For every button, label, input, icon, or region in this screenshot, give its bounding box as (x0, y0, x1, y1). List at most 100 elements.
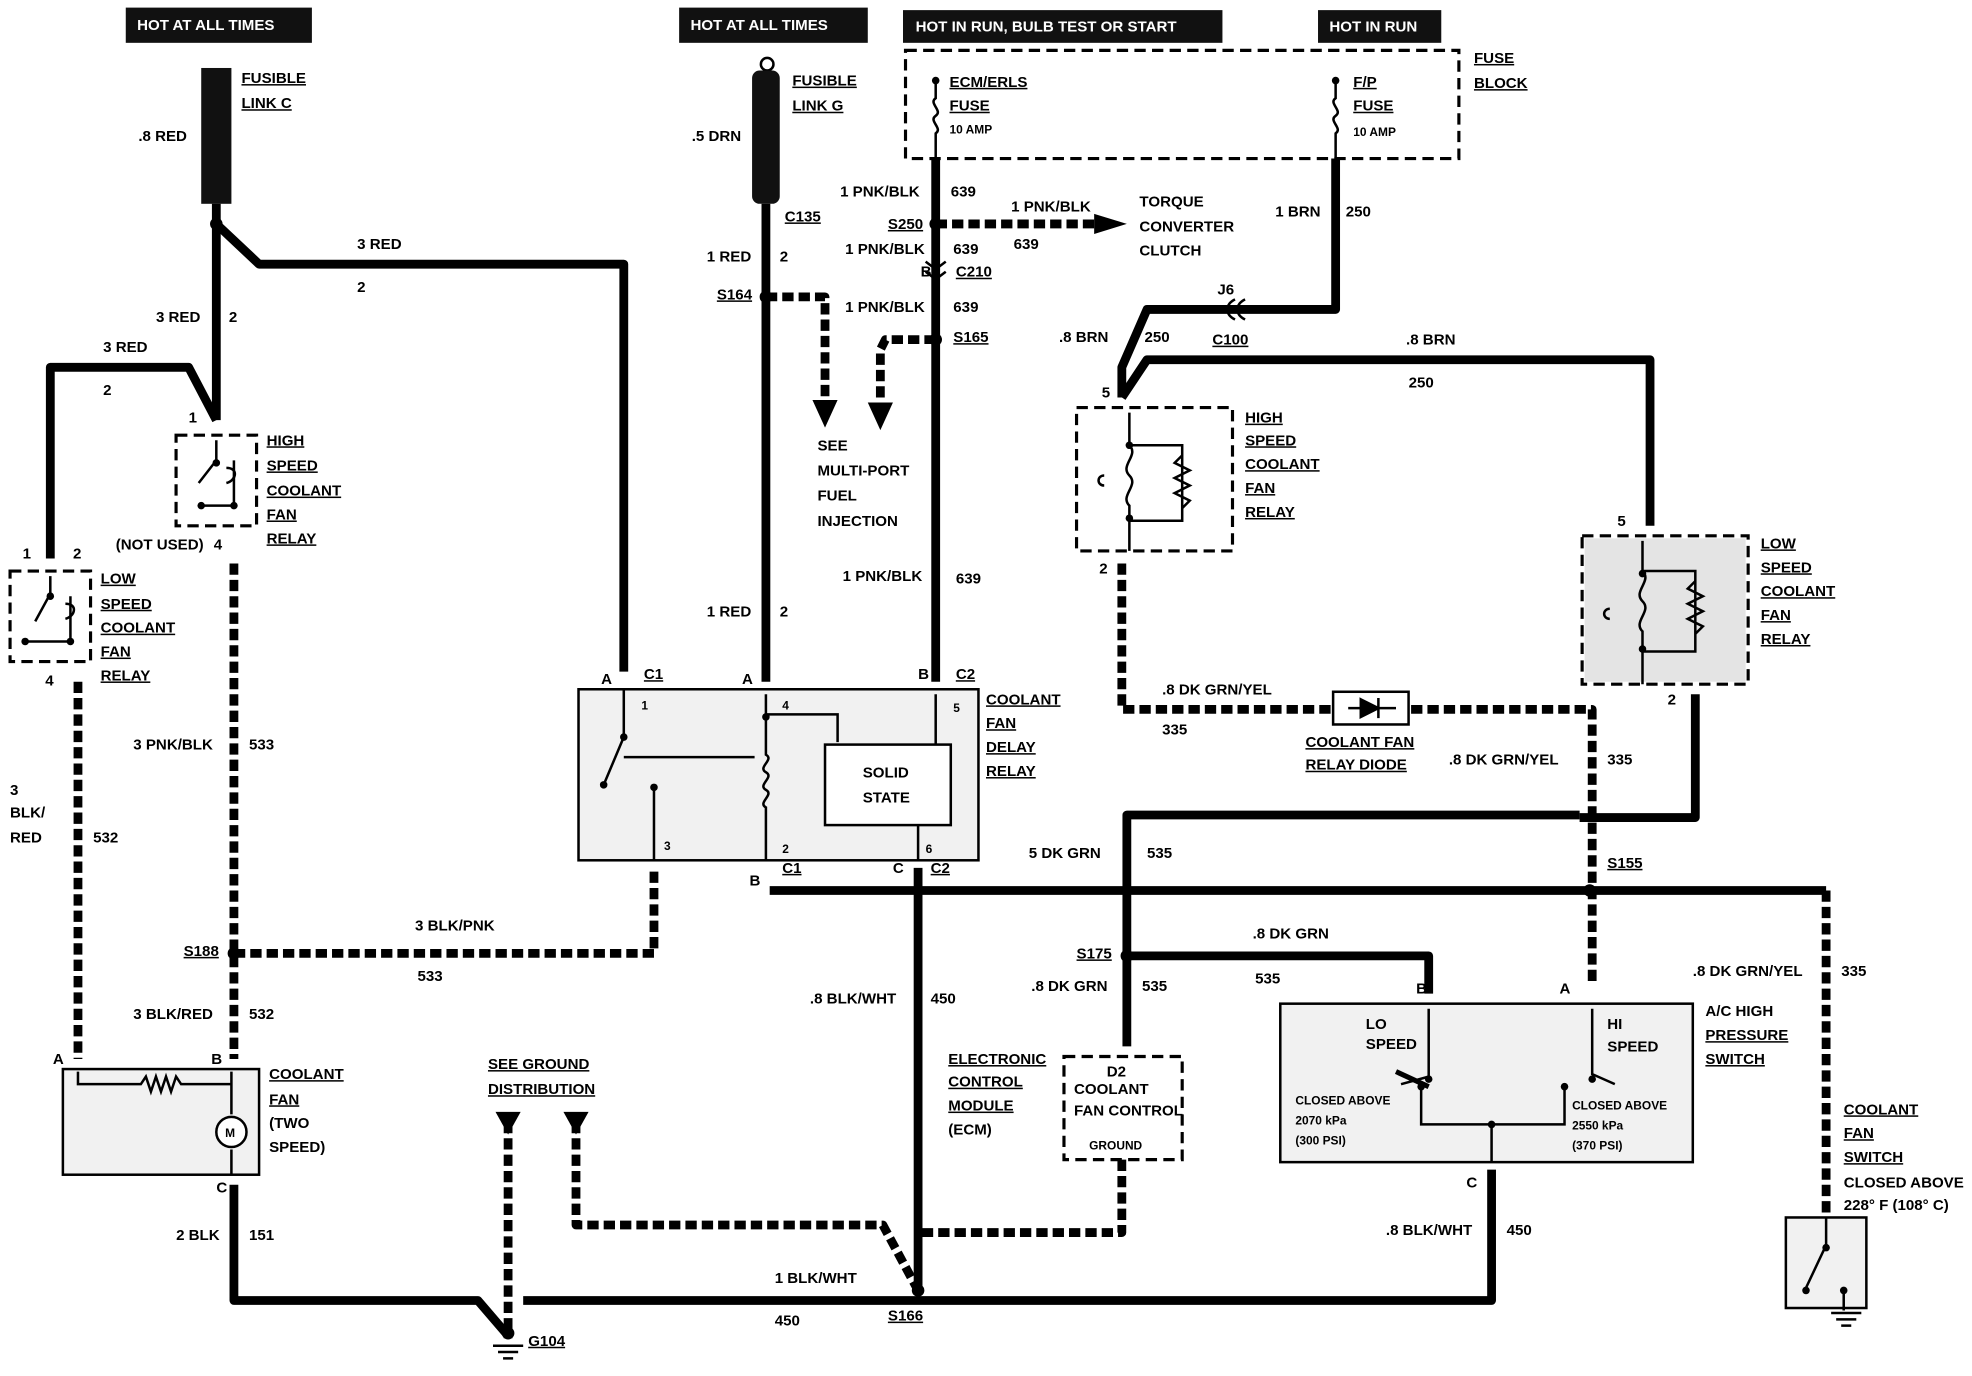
svg-text:MULTI-PORT: MULTI-PORT (817, 462, 910, 479)
svg-text:SEE: SEE (817, 437, 847, 454)
label-s165: S165 (953, 329, 988, 346)
svg-text:2550 kPa: 2550 kPa (1572, 1118, 1623, 1132)
wire-circuit-639-1: 639 (951, 183, 976, 200)
svg-text:B: B (211, 1051, 222, 1068)
svg-text:5: 5 (1102, 384, 1110, 401)
svg-text:CLOSED ABOVE: CLOSED ABOVE (1295, 1093, 1390, 1107)
svg-text:COOLANT: COOLANT (1844, 1101, 1919, 1118)
svg-text:CLOSED ABOVE: CLOSED ABOVE (1572, 1098, 1667, 1112)
svg-text:SPEED: SPEED (1245, 432, 1296, 449)
svg-text:MODULE: MODULE (948, 1098, 1013, 1115)
torque-converter-reference: TORQUE CONVERTER CLUTCH (1094, 193, 1234, 259)
svg-text:INJECTION: INJECTION (817, 513, 897, 530)
wire-8-brn-250-right (1118, 355, 1655, 526)
svg-text:C: C (216, 1179, 227, 1196)
svg-text:A: A (1559, 981, 1570, 998)
svg-text:STATE: STATE (863, 789, 910, 806)
wire-label-pnk-blk-1: 1 PNK/BLK (840, 183, 920, 200)
svg-text:HIGH: HIGH (1245, 410, 1283, 427)
svg-text:CLOSED ABOVE: CLOSED ABOVE (1844, 1174, 1964, 1191)
svg-text:5: 5 (953, 701, 960, 715)
wire-circuit-2-mid: 2 (229, 309, 237, 326)
coolant-fan-switch: COOLANT FAN SWITCH CLOSED ABOVE 228° F (… (1784, 1101, 1964, 1327)
fusible-link-g: FUSIBLE LINK G .5 DRN (692, 56, 857, 204)
wire-label-8-brn-b: .8 BRN (1406, 332, 1455, 349)
wire-label-2-blk: 2 BLK (176, 1227, 220, 1244)
svg-text:COOLANT: COOLANT (986, 691, 1061, 708)
svg-text:4: 4 (782, 698, 789, 712)
svg-text:SPEED): SPEED) (269, 1139, 325, 1156)
wire-8-dk-grn-yel-left (1117, 563, 1334, 714)
svg-text:2: 2 (1099, 561, 1107, 578)
svg-text:RELAY: RELAY (1761, 631, 1811, 648)
label-j6: J6 (1217, 281, 1234, 298)
wire-circuit-450-b: 450 (1507, 1222, 1532, 1239)
svg-text:SPEED: SPEED (1607, 1038, 1658, 1055)
svg-text:LINK G: LINK G (792, 98, 843, 115)
wire-label-3-red-left: 3 RED (103, 339, 148, 356)
svg-text:G104: G104 (528, 1333, 565, 1350)
svg-text:SPEED: SPEED (101, 596, 152, 613)
wire-8-dk-grn-ac (1126, 951, 1434, 994)
wire-circuit-639-torque: 639 (1014, 236, 1039, 253)
label-pin-a1: A (601, 671, 612, 688)
svg-text:FAN: FAN (1245, 480, 1275, 497)
svg-text:COOLANT: COOLANT (101, 620, 176, 637)
label-s188: S188 (184, 943, 219, 960)
svg-text:1: 1 (23, 545, 31, 562)
wire-circuit-535-c: 535 (1142, 978, 1167, 995)
header-hot-run: HOT IN RUN (1318, 10, 1442, 43)
svg-text:228° F (108° C): 228° F (108° C) (1844, 1197, 1949, 1214)
svg-text:COOLANT: COOLANT (269, 1066, 344, 1083)
svg-text:F/P: F/P (1353, 74, 1376, 91)
header-hot-left: HOT AT ALL TIMES (125, 7, 312, 43)
svg-text:PRESSURE: PRESSURE (1705, 1027, 1788, 1044)
wire-ecm-ground (918, 1159, 1127, 1237)
wire-label-1-brn: 1 BRN (1275, 203, 1320, 220)
svg-text:LINK C: LINK C (241, 95, 291, 112)
wire-label-8-brn-a: .8 BRN (1059, 329, 1108, 346)
svg-text:HOT IN RUN, BULB TEST OR START: HOT IN RUN, BULB TEST OR START (916, 19, 1178, 36)
svg-text:LOW: LOW (101, 571, 137, 588)
wire-label-3-red-top: 3 RED (357, 236, 402, 253)
svg-text:ECM/ERLS: ECM/ERLS (950, 74, 1028, 91)
svg-text:FAN CONTROL: FAN CONTROL (1074, 1103, 1183, 1120)
svg-text:2: 2 (782, 842, 789, 856)
label-pin-b-top: B (918, 666, 929, 683)
label-s166: S166 (888, 1308, 923, 1325)
svg-text:LO: LO (1366, 1016, 1387, 1033)
coolant-fan-relay-diode: COOLANT FAN RELAY DIODE (1305, 690, 1414, 774)
svg-text:A: A (53, 1051, 64, 1068)
svg-text:HOT AT ALL TIMES: HOT AT ALL TIMES (137, 17, 274, 34)
svg-text:3: 3 (664, 839, 671, 853)
wire-circuit-535-b: 535 (1255, 971, 1280, 988)
coolant-fan-motor: M A B C COOLANT FAN (TWO SPEED) (53, 1051, 345, 1196)
wire-label-pnk-blk-2: 1 PNK/BLK (845, 241, 925, 258)
wire-ground-distribution (571, 1121, 922, 1293)
svg-text:M: M (225, 1126, 235, 1140)
svg-text:(TWO: (TWO (269, 1115, 309, 1132)
wire-circuit-2-lower: 2 (780, 603, 788, 620)
wire-circuit-335-2: 335 (1607, 752, 1632, 769)
svg-text:FAN: FAN (269, 1091, 299, 1108)
fp-fuse: F/P FUSE 10 AMP (1331, 74, 1396, 159)
ground-symbol-g104: G104 (493, 1333, 566, 1360)
header-hot-run-bulb: HOT IN RUN, BULB TEST OR START (902, 10, 1223, 43)
label-c1-top: C1 (644, 666, 663, 683)
svg-text:10 AMP: 10 AMP (1353, 125, 1396, 139)
svg-text:DELAY: DELAY (986, 739, 1036, 756)
wire-5-dk-grn-535 (1122, 810, 1580, 956)
svg-text:10 AMP: 10 AMP (950, 122, 993, 136)
fusible-link-c: FUSIBLE LINK C .8 RED (138, 67, 306, 204)
wire-label-3-blk-red-b: BLK/ (10, 805, 46, 822)
svg-text:4: 4 (45, 672, 54, 689)
svg-text:FUSE: FUSE (950, 98, 990, 115)
svg-text:COOLANT: COOLANT (1074, 1081, 1149, 1098)
wire-3-red-left (45, 362, 221, 559)
wire-label-3-blk-red-lower: 3 BLK/RED (133, 1006, 213, 1023)
svg-text:(370 PSI): (370 PSI) (1572, 1139, 1622, 1153)
svg-text:FAN: FAN (101, 644, 131, 661)
svg-text:FAN: FAN (1844, 1125, 1874, 1142)
svg-text:FAN: FAN (1761, 607, 1791, 624)
wire-label-pnk-blk-4: 1 PNK/BLK (843, 568, 923, 585)
